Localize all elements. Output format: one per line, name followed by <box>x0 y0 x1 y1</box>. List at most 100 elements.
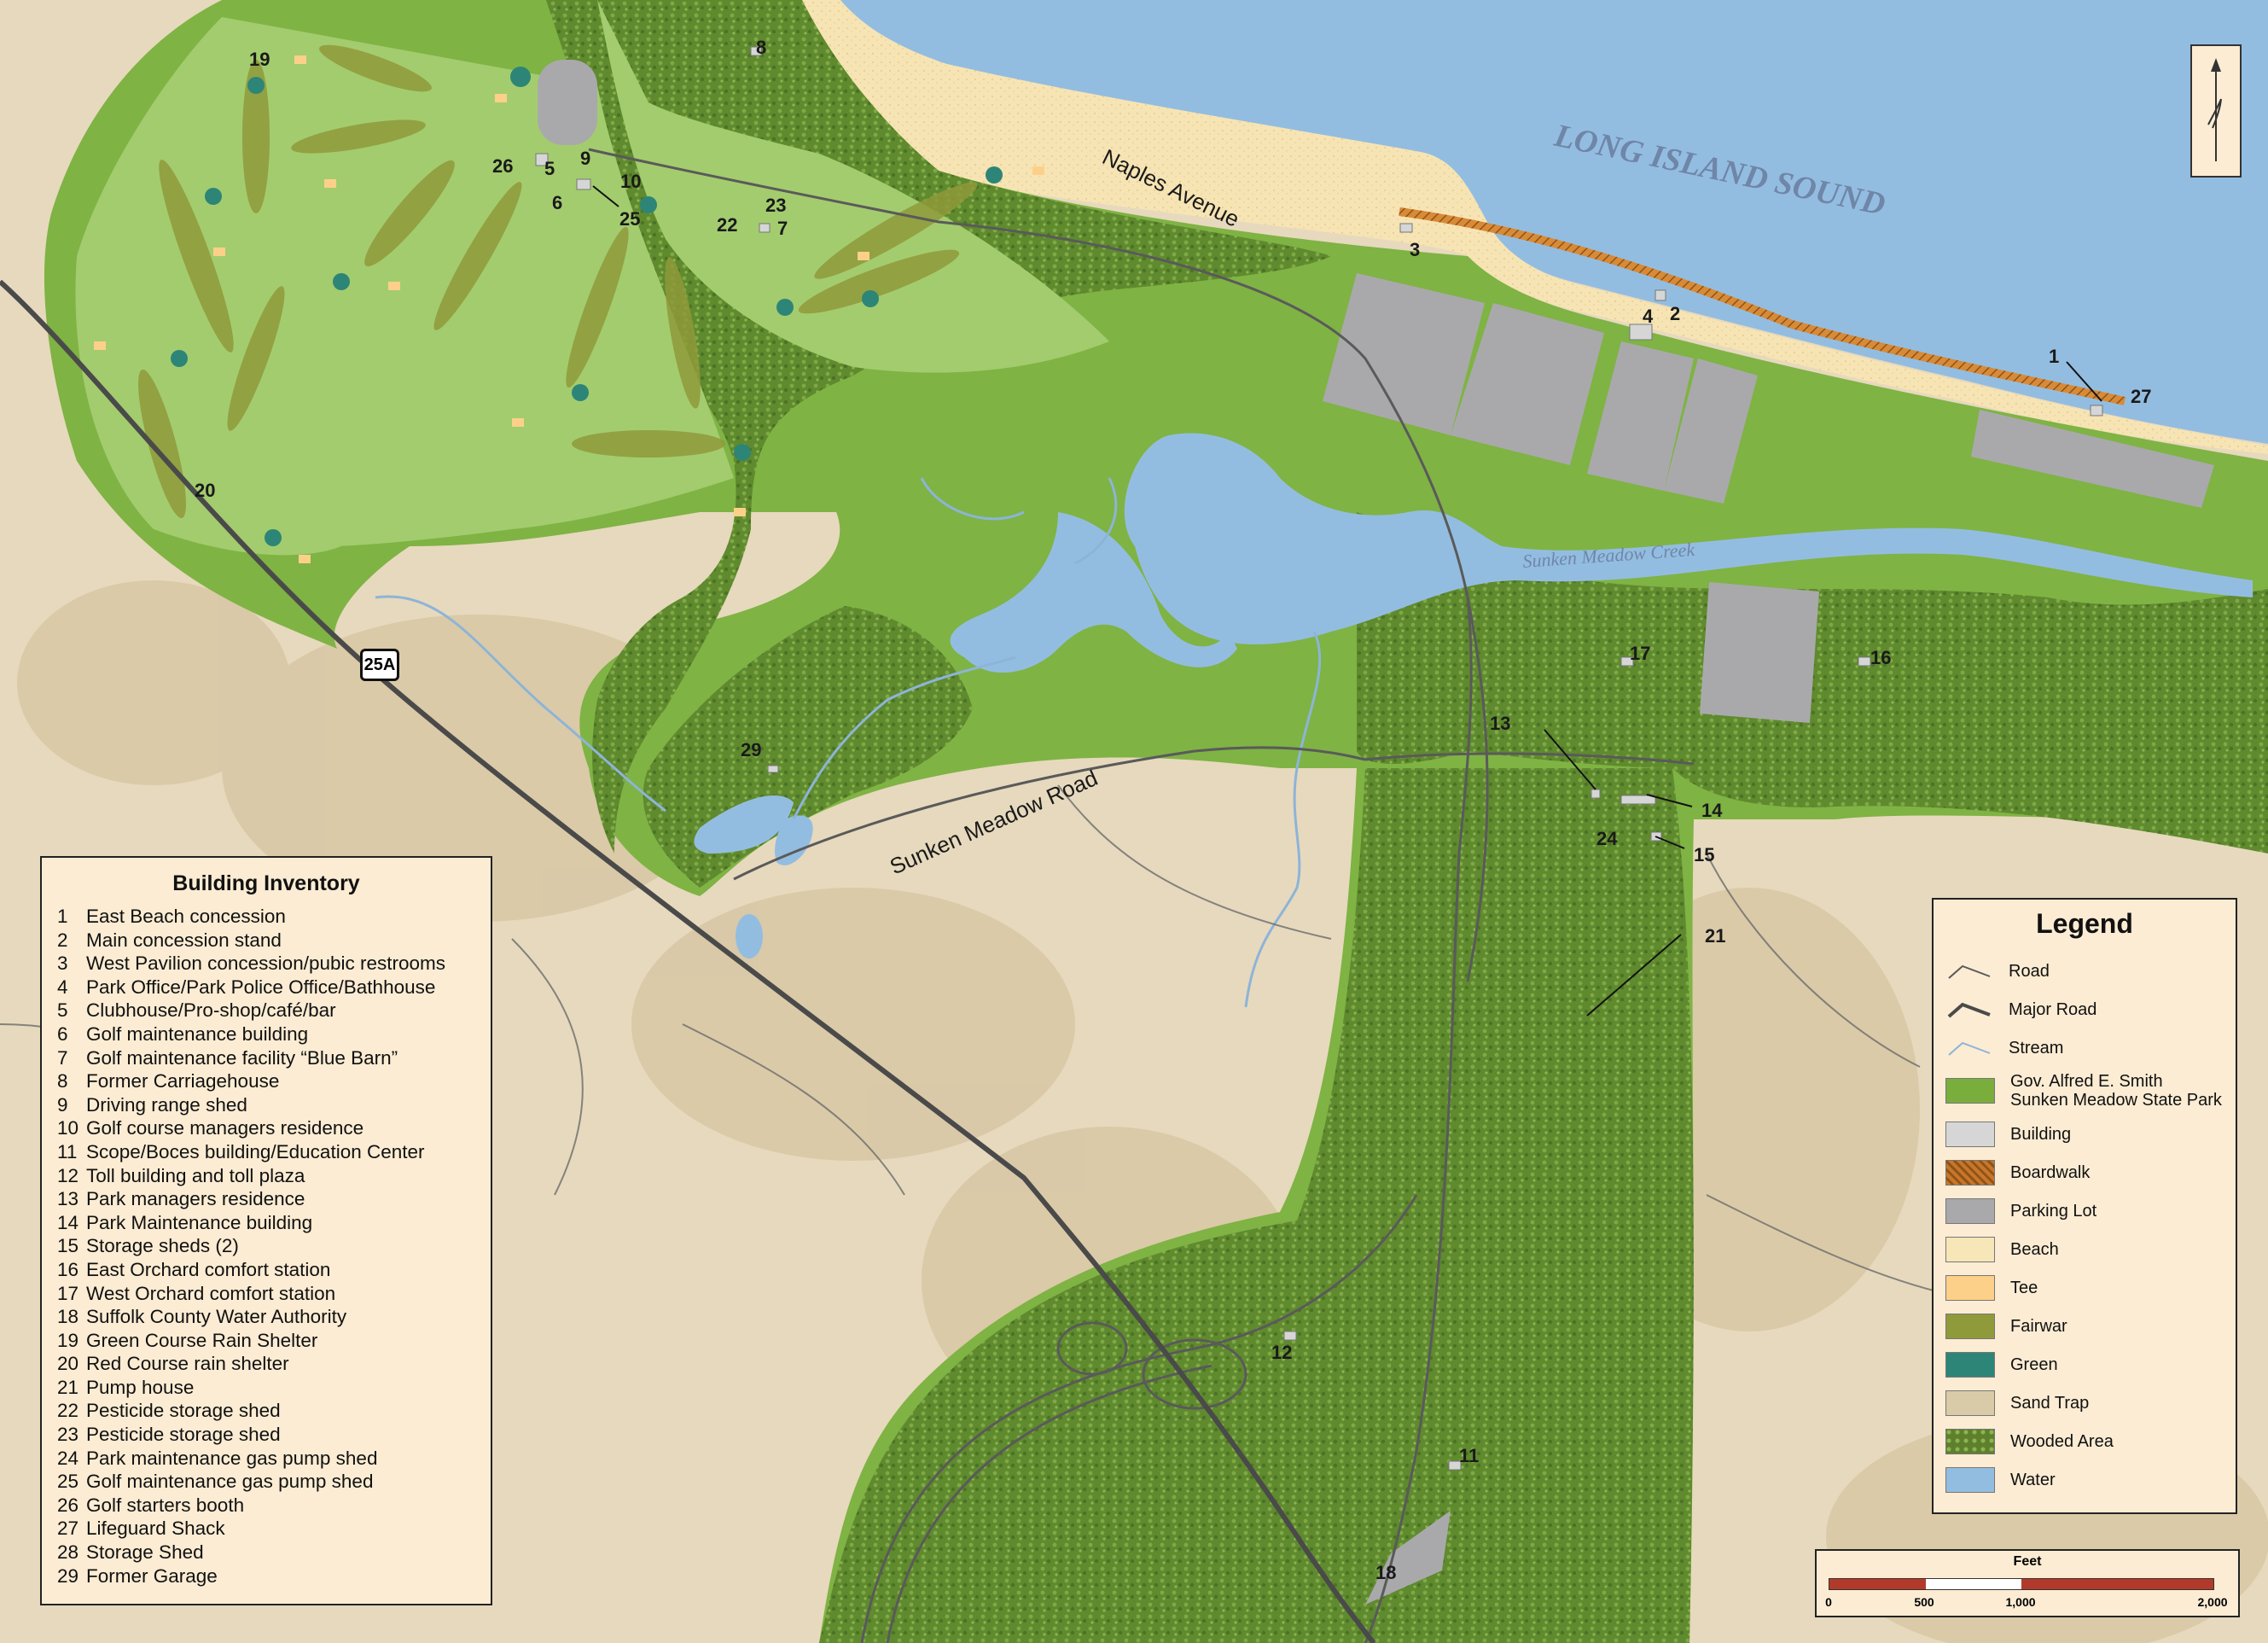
boardwalk <box>1399 207 2126 405</box>
label-13: 13 <box>1490 713 1510 734</box>
inventory-item: 2 Main concession stand <box>57 929 475 953</box>
inventory-item-name: Golf starters booth <box>86 1494 245 1516</box>
inventory-item-number: 10 <box>57 1117 79 1139</box>
label-21: 21 <box>1705 925 1725 947</box>
north-arrow <box>2190 44 2242 178</box>
inventory-item-number: 9 <box>57 1093 68 1116</box>
legend-item: Gov. Alfred E. Smith Sunken Meadow State… <box>1945 1067 2224 1115</box>
inventory-item-name: Golf maintenance facility “Blue Barn” <box>86 1046 398 1069</box>
scale-tick: 1,000 <box>2005 1595 2036 1609</box>
label-22: 22 <box>717 214 737 236</box>
legend-label: Beach <box>2010 1239 2059 1259</box>
sunken-meadow-creek <box>1124 433 2253 644</box>
legend-label: Water <box>2010 1470 2056 1489</box>
inventory-item-number: 24 <box>57 1447 79 1469</box>
route-25a <box>0 279 1376 1643</box>
inventory-item-name: Pesticide storage shed <box>86 1400 281 1422</box>
fairways <box>138 44 978 519</box>
inventory-item-name: Lifeguard Shack <box>86 1518 225 1540</box>
inventory-item-number: 8 <box>57 1070 68 1092</box>
inventory-item-number: 16 <box>57 1258 79 1280</box>
inventory-item-name: Red Course rain shelter <box>86 1353 289 1375</box>
north-arrow-head <box>2211 58 2221 72</box>
label-24: 24 <box>1596 828 1618 849</box>
inventory-item-number: 26 <box>57 1494 79 1516</box>
legend-label: Tee <box>2010 1278 2038 1297</box>
inventory-item-number: 18 <box>57 1306 79 1328</box>
inventory-item-name: Storage Shed <box>86 1541 204 1564</box>
inventory-item-name: Golf maintenance gas pump shed <box>86 1471 374 1493</box>
legend-item: Building <box>1945 1115 2224 1153</box>
legend-swatch <box>1945 1351 1995 1378</box>
inventory-item-number: 14 <box>57 1211 79 1233</box>
inventory-item-number: 17 <box>57 1282 79 1304</box>
legend-label: Gov. Alfred E. Smith Sunken Meadow State… <box>2010 1072 2222 1110</box>
legend-label: Sand Trap <box>2010 1393 2090 1413</box>
inventory-item-name: Driving range shed <box>86 1093 247 1116</box>
legend-label: Fairwar <box>2010 1316 2067 1336</box>
inventory-item-name: Storage sheds (2) <box>86 1235 239 1257</box>
legend-item: Major Road <box>1945 990 2224 1028</box>
legend-swatch <box>1945 1274 1995 1301</box>
scale-tick: 0 <box>1825 1595 1832 1609</box>
legend-swatch <box>1945 1313 1995 1339</box>
label-15: 15 <box>1694 844 1714 865</box>
label-20: 20 <box>195 480 215 501</box>
inventory-item-number: 27 <box>57 1518 79 1540</box>
inventory-item-number: 19 <box>57 1329 79 1351</box>
inventory-item-name: East Beach concession <box>86 906 286 927</box>
inventory-item-number: 11 <box>57 1140 78 1162</box>
buildings <box>535 46 2103 1471</box>
inventory-item-name: Golf course managers residence <box>86 1117 364 1139</box>
pond-3 <box>736 914 763 958</box>
inventory-item-name: Scope/Boces building/Education Center <box>86 1140 425 1162</box>
legend-swatch <box>1945 1159 1995 1186</box>
scale-title: Feet <box>2013 1554 2042 1569</box>
inventory-item: 10 Golf course managers residence <box>57 1116 475 1140</box>
inventory-item: 7 Golf maintenance facility “Blue Barn” <box>57 1046 475 1070</box>
inventory-item-number: 12 <box>57 1164 79 1186</box>
legend-label: Parking Lot <box>2010 1201 2097 1221</box>
legend-label: Wooded Area <box>2010 1431 2114 1451</box>
legend-swatch <box>1945 1121 1995 1147</box>
inventory-item-number: 7 <box>57 1046 68 1069</box>
label-2: 2 <box>1670 303 1680 324</box>
inventory-item-number: 28 <box>57 1541 79 1564</box>
scale-tick: 2,000 <box>2197 1595 2228 1609</box>
legend-label: Boardwalk <box>2010 1162 2091 1182</box>
inventory-item-number: 3 <box>57 953 68 975</box>
legend-item: Water <box>1945 1460 2224 1499</box>
label-7: 7 <box>777 218 788 239</box>
inventory-item-number: 13 <box>57 1188 79 1210</box>
route-25a-shield: 25A <box>360 649 399 681</box>
label-10: 10 <box>620 171 641 192</box>
inventory-item-name: Main concession stand <box>86 929 282 951</box>
inventory-item-number: 2 <box>57 929 68 951</box>
legend-item: Tee <box>1945 1268 2224 1307</box>
parking-lots <box>1323 273 2214 1605</box>
label-23: 23 <box>765 195 786 216</box>
label-1: 1 <box>2049 346 2059 367</box>
inventory-item-number: 21 <box>57 1376 79 1398</box>
label-5: 5 <box>544 158 555 179</box>
label-9: 9 <box>580 148 590 169</box>
scale-bar-graphic <box>1829 1578 2214 1590</box>
label-8: 8 <box>756 37 766 58</box>
